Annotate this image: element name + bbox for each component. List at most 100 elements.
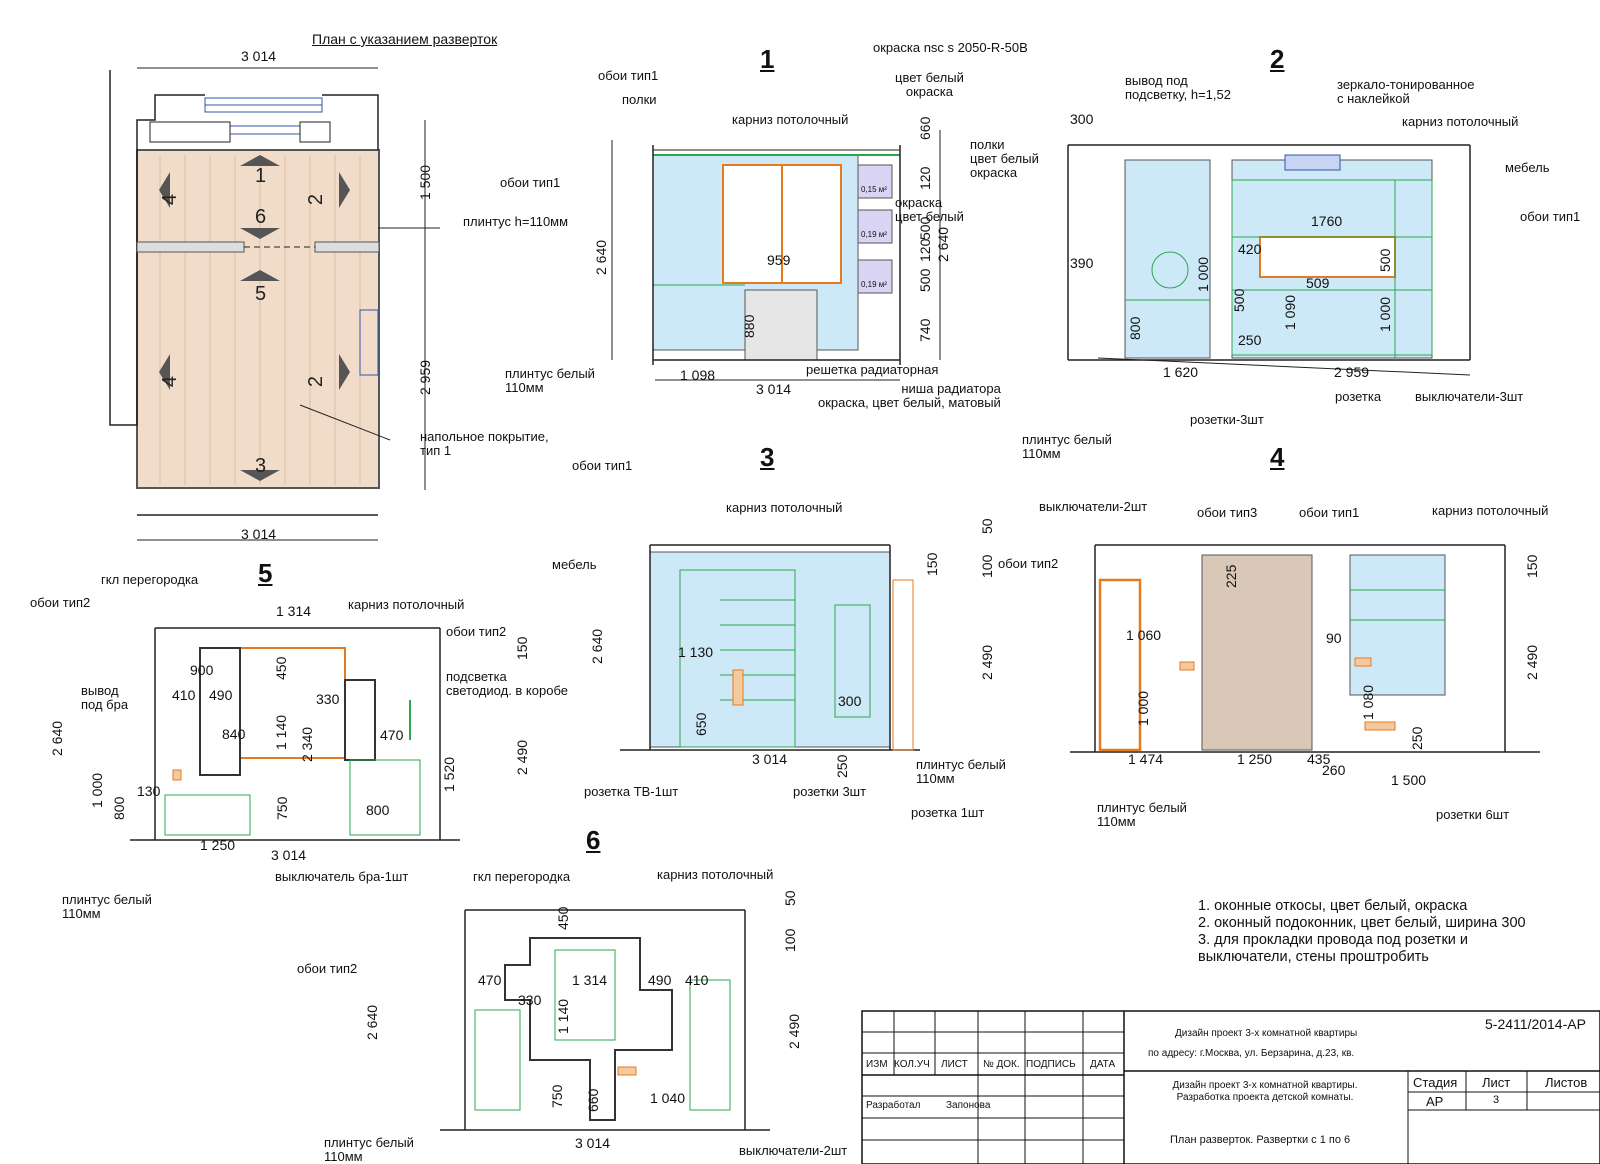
v5-dim: 1 000 <box>89 772 105 808</box>
arrow-label-3: 3 <box>255 455 267 477</box>
v2-dim: 1760 <box>1311 213 1343 229</box>
v2-dim: 250 <box>1238 332 1262 348</box>
developed-label: Разработал <box>866 1100 921 1111</box>
v6-label: гкл перегородка <box>473 869 571 884</box>
v5-dim: 800 <box>111 796 127 820</box>
v2-dim: 420 <box>1238 241 1262 257</box>
v2-label: плинтус белый 110мм <box>1022 432 1112 461</box>
v5-dim: 750 <box>274 796 290 820</box>
arrow-label-5: 5 <box>255 283 267 305</box>
v4-dim: 250 <box>1409 726 1425 750</box>
v2-dim: 500 <box>1377 248 1393 272</box>
v1-label: цвет белый окраска <box>895 70 964 99</box>
col-doc: № ДОК. <box>983 1059 1020 1070</box>
v2-dim: 1 620 <box>1163 364 1199 380</box>
elevation-4 <box>1070 544 1540 753</box>
v1-label: окраска nsc s 2050-R-50B <box>873 40 1028 55</box>
sheet-title: Дизайн проект 3-х комнатной квартиры. Ра… <box>1172 1080 1358 1103</box>
v2-dim: 509 <box>1306 275 1330 291</box>
v3-dim: 150 <box>924 552 940 576</box>
v6-dim: 1 314 <box>572 972 608 988</box>
arrow-label-4: 4 <box>159 193 182 206</box>
v3-label: обои тип1 <box>572 458 633 473</box>
note-line: 3. для прокладки провода под розетки и <box>1198 932 1469 948</box>
v5-label: вывод под бра <box>81 683 129 712</box>
plan-dim-v1: 1 500 <box>417 164 433 200</box>
v3-dim: 650 <box>693 712 709 736</box>
v5-dim: 1 140 <box>273 714 289 750</box>
v6-dim: 410 <box>685 972 709 988</box>
elevation-2 <box>1067 144 1471 376</box>
v2-label: зеркало-тонированное с наклейкой <box>1337 77 1475 106</box>
v3-dim: 50 <box>979 518 995 534</box>
v1-label: окраска цвет белый <box>895 195 964 224</box>
v6-dim: 100 <box>782 928 798 952</box>
v2-label: выключатели-3шт <box>1415 389 1524 404</box>
v4-dim: 1 060 <box>1126 627 1162 643</box>
v1-dim: 959 <box>767 252 791 268</box>
v5-label: карниз потолочный <box>348 597 465 612</box>
plan-dim-bottom: 3 014 <box>241 526 277 542</box>
v4-label: обои тип2 <box>998 556 1059 571</box>
v4-dim: 225 <box>1223 564 1239 588</box>
v2-label: мебель <box>1505 160 1550 175</box>
v6-dim: 50 <box>782 890 798 906</box>
arrow-label-1: 1 <box>255 165 267 187</box>
sheet-value: 3 <box>1493 1094 1500 1106</box>
v4-label: розетки 6шт <box>1436 807 1510 822</box>
col-izm: ИЗМ <box>866 1059 888 1070</box>
v4-dim: 90 <box>1326 630 1342 646</box>
col-list: ЛИСТ <box>941 1059 968 1070</box>
v4-dim: 150 <box>1524 554 1540 578</box>
v5-dim: 2 490 <box>514 739 530 775</box>
v5-dim: 490 <box>209 687 233 703</box>
v3-label: розетка 1шт <box>911 805 985 820</box>
v4-label: выключатели-2шт <box>1039 499 1148 514</box>
v5-dim: 800 <box>366 802 390 818</box>
v5-dim: 130 <box>137 783 161 799</box>
v6-dim: 330 <box>518 992 542 1008</box>
note-line: 2. оконный подоконник, цвет белый, ширин… <box>1198 915 1526 931</box>
v4-label: карниз потолочный <box>1432 503 1549 518</box>
note-line: выключатели, стены проштробить <box>1198 949 1429 965</box>
plan-dim-top: 3 014 <box>241 48 277 64</box>
v5-dim: 150 <box>514 636 530 660</box>
v6-dim: 1 040 <box>650 1090 686 1106</box>
stage-label: Стадия <box>1413 1075 1458 1090</box>
v4-dim: 260 <box>1322 762 1346 778</box>
v6-dim: 2 640 <box>364 1004 380 1040</box>
col-date: ДАТА <box>1090 1059 1116 1070</box>
v4-dim: 1 500 <box>1391 772 1427 788</box>
v5-label: подсветка светодиод. в коробе <box>446 669 568 698</box>
plan-title: План с указанием разверток <box>312 31 498 47</box>
v3-dim: 300 <box>838 693 862 709</box>
v5-label: выключатель бра-1шт <box>275 869 409 884</box>
v6-dim: 2 490 <box>786 1013 802 1049</box>
v6-dim: 450 <box>555 906 571 930</box>
v1-dim: 740 <box>917 318 933 342</box>
v1-label: полки <box>622 92 657 107</box>
note-line: 1. оконные откосы, цвет белый, окраска <box>1198 898 1468 914</box>
sheet-content: План разверток. Развертки с 1 по 6 <box>1170 1134 1351 1146</box>
v1-dim: 880 <box>741 314 757 338</box>
elevation-3 <box>620 544 920 751</box>
v3-label: розетка ТВ-1шт <box>584 784 679 799</box>
v1-area: 0,19 м² <box>861 230 887 239</box>
sheet-label: Лист <box>1482 1075 1511 1090</box>
floor-plan <box>109 67 440 541</box>
v5-dim: 1 520 <box>441 756 457 792</box>
v3-label: мебель <box>552 557 597 572</box>
v1-dim: 500 <box>917 268 933 292</box>
v2-label: розетка <box>1335 389 1382 404</box>
v4-dim: 1 474 <box>1128 751 1164 767</box>
v1-label: полки цвет белый окраска <box>970 137 1039 180</box>
v1-label: ниша радиатора окраска, цвет белый, мато… <box>818 381 1001 410</box>
v1-dim: 1 098 <box>680 367 716 383</box>
v1-dim: 3 014 <box>756 381 792 397</box>
v5-label: гкл перегородка <box>101 572 199 587</box>
v4-dim: 1 080 <box>1360 684 1376 720</box>
col-kol: КОЛ.УЧ <box>894 1059 930 1070</box>
v5-dim: 470 <box>380 727 404 743</box>
v6-dim: 1 140 <box>555 998 571 1034</box>
